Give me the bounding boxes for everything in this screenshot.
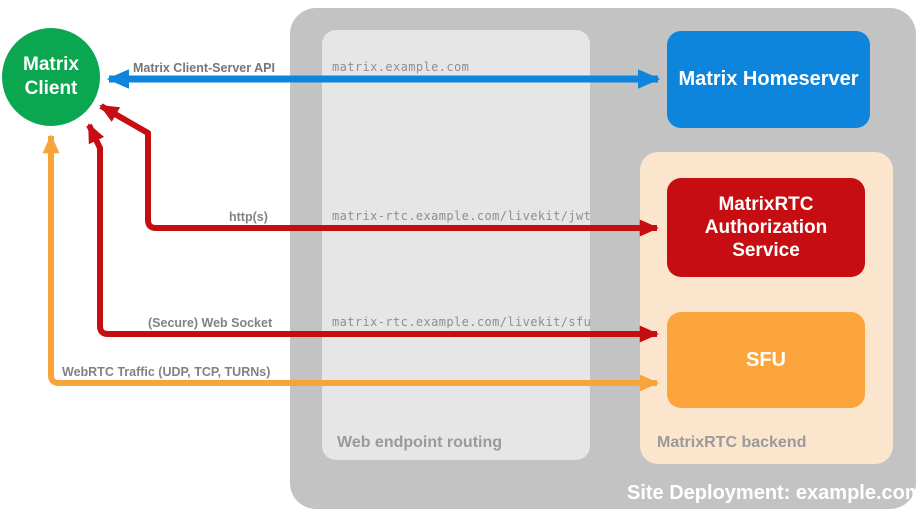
- https-label: http(s): [229, 210, 268, 224]
- web-endpoint-routing-panel: [322, 30, 590, 460]
- matrix-homeserver-node: Matrix Homeserver: [667, 31, 870, 128]
- webrtc-traffic-label: WebRTC Traffic (UDP, TCP, TURNs): [62, 365, 271, 379]
- matrix-client-label: Matrix Client: [23, 54, 79, 99]
- endpoint-url-homeserver: matrix.example.com: [332, 60, 470, 74]
- matrixrtc-authorization-service-node: MatrixRTC Authorization Service: [667, 178, 865, 277]
- endpoint-url-sfu: matrix-rtc.example.com/livekit/sfu: [332, 315, 592, 329]
- sfu-node: SFU: [667, 312, 865, 408]
- web-endpoint-routing-label: Web endpoint routing: [337, 434, 503, 451]
- endpoint-url-jwt: matrix-rtc.example.com/livekit/jwt: [332, 209, 592, 223]
- matrixrtc-authorization-service-label: MatrixRTC Authorization Service: [704, 193, 828, 262]
- sfu-label: SFU: [746, 348, 786, 371]
- client-server-api-label: Matrix Client-Server API: [133, 61, 275, 75]
- site-deployment-label: Site Deployment: example.com: [627, 482, 921, 504]
- websocket-label: (Secure) Web Socket: [148, 316, 273, 330]
- matrixrtc-backend-label: MatrixRTC backend: [657, 434, 807, 451]
- matrix-client-node: Matrix Client: [2, 28, 100, 126]
- matrix-homeserver-label: Matrix Homeserver: [678, 68, 859, 90]
